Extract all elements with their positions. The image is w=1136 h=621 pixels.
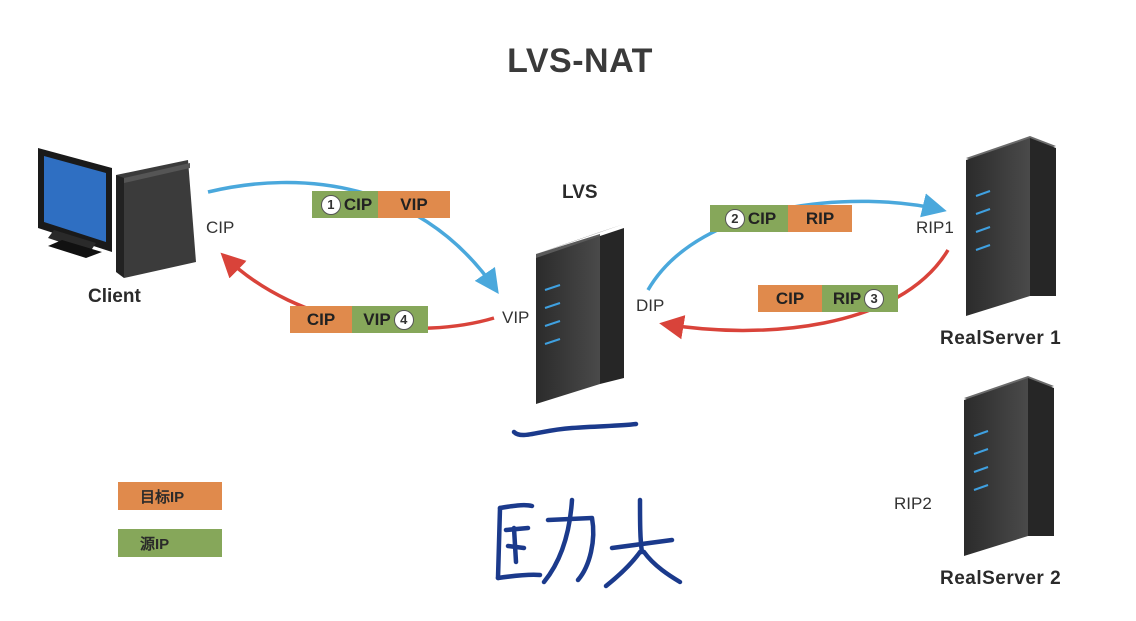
lvs-vip-label: VIP [502, 308, 530, 327]
diagram-title: LVS-NAT [507, 42, 653, 80]
lvs-server-icon [536, 224, 624, 404]
packet-4-source-ip: VIP [363, 309, 391, 329]
packet-1-source-ip: CIP [343, 194, 373, 214]
packet-2-source-ip: CIP [747, 208, 777, 228]
step-3-badge: 3 [864, 288, 885, 309]
packet-3-source-ip: RIP [832, 288, 862, 308]
arrow-response-rs-to-lvs [659, 249, 950, 340]
client-label: Client [88, 286, 141, 307]
lvs-label: LVS [562, 182, 598, 203]
handwritten-annotation [495, 421, 683, 589]
rs2-label: RealServer 2 [940, 568, 1062, 589]
legend-target-ip: 目标IP [118, 482, 222, 510]
packet-4: CIP VIP 4 [290, 306, 428, 333]
packet-3: CIP RIP 3 [758, 285, 898, 312]
packet-1-source: 1 CIP [312, 191, 378, 218]
realserver-2-icon [964, 376, 1054, 556]
realserver-1-icon [966, 136, 1056, 316]
step-4-badge: 4 [393, 309, 414, 330]
rs2-ip-label: RIP2 [894, 494, 932, 513]
packet-1: 1 CIP VIP [312, 191, 450, 218]
step-1-badge: 1 [320, 194, 341, 215]
rs1-ip-label: RIP1 [916, 218, 954, 237]
packet-4-source: VIP 4 [352, 306, 428, 333]
step-2-badge: 2 [724, 208, 745, 229]
client-computer-icon [38, 148, 196, 278]
packet-3-source: RIP 3 [822, 285, 898, 312]
packet-3-target-ip: CIP [758, 285, 822, 312]
packet-2-source: 2 CIP [710, 205, 788, 232]
lvs-dip-label: DIP [636, 296, 665, 315]
client-ip-label: CIP [206, 218, 235, 237]
packet-4-target-ip: CIP [290, 306, 352, 333]
packet-2: 2 CIP RIP [710, 205, 852, 232]
packet-2-target-ip: RIP [788, 205, 852, 232]
legend-source-ip: 源IP [118, 529, 222, 557]
rs1-label: RealServer 1 [940, 328, 1062, 349]
packet-1-target-ip: VIP [378, 191, 450, 218]
